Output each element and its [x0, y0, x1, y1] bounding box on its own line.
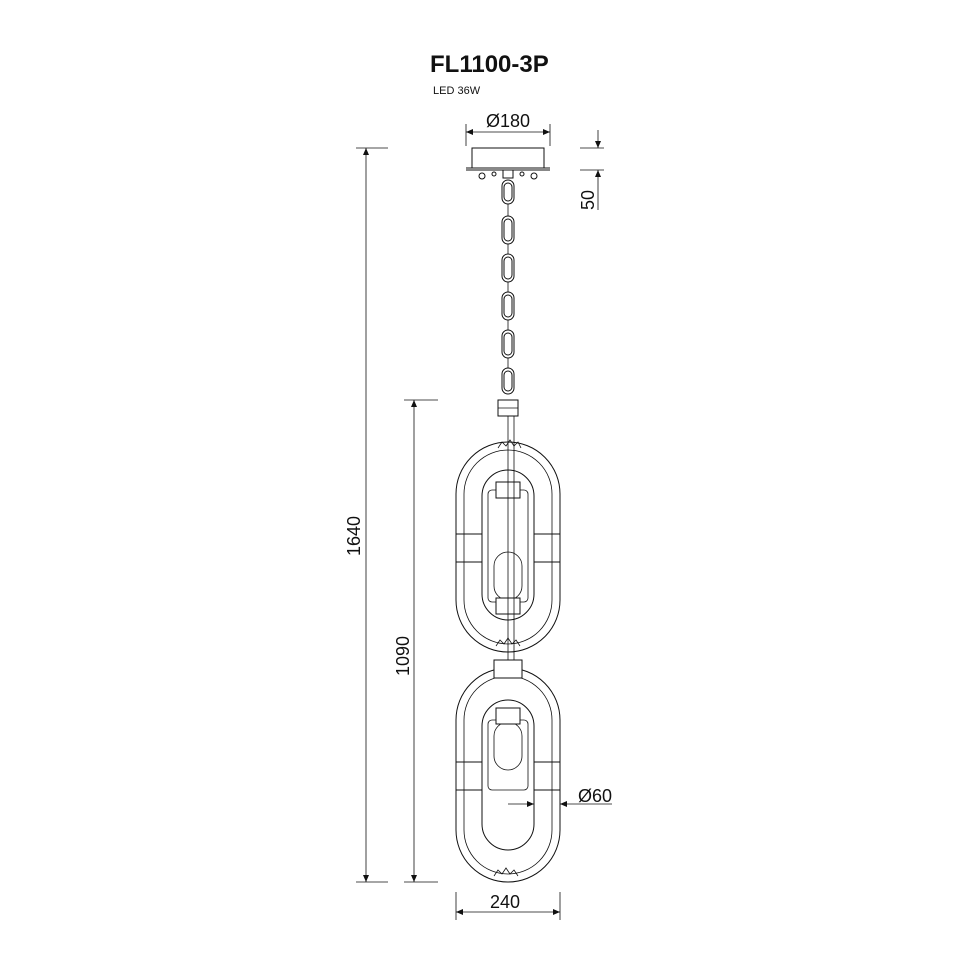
dimension-canopy-height: 50 — [578, 130, 604, 210]
dimension-body-width: 240 — [455, 892, 561, 920]
dim-label-tube-diameter: Ø60 — [578, 786, 612, 806]
product-title: FL1100-3P — [430, 51, 549, 78]
dimension-tube-diameter: Ø60 — [508, 786, 612, 807]
canopy — [466, 147, 550, 180]
dim-label-body-height: 1090 — [393, 636, 413, 676]
chain — [497, 179, 519, 417]
dimension-body-height: 1090 — [393, 399, 438, 883]
dim-label-canopy-height: 50 — [578, 190, 598, 210]
lower-link — [455, 659, 561, 883]
dimension-total-height: 1640 — [344, 147, 388, 883]
product-subtitle: LED 36W — [433, 85, 481, 97]
dimension-canopy-diameter: Ø180 — [465, 111, 551, 146]
dim-label-body-width: 240 — [490, 892, 520, 912]
dim-label-canopy-diameter: Ø180 — [486, 111, 530, 131]
upper-link — [455, 416, 561, 670]
dim-label-total-height: 1640 — [344, 516, 364, 556]
